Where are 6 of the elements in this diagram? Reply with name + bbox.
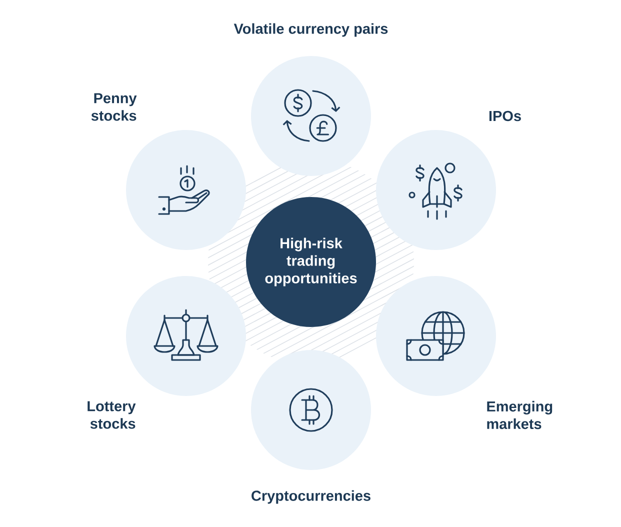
category-label: Penny stocks (91, 93, 137, 121)
category-label: Lottery stocks (88, 401, 136, 429)
category-label: Emerging markets (487, 400, 552, 430)
category-label: Volatile currency pairs (234, 23, 388, 37)
category-label: Cryptocurrencies (252, 490, 370, 504)
category-label: IPOs (489, 110, 521, 122)
